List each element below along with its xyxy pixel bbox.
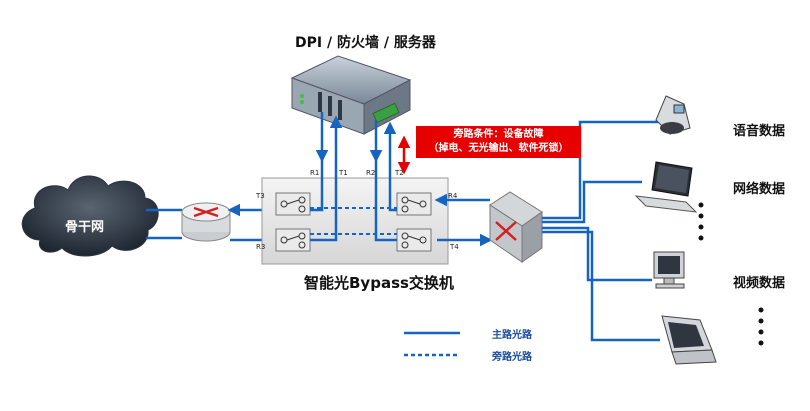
box-switch-links [434,193,493,247]
port-r2: R2 [366,169,376,177]
monitor-icon [653,251,685,289]
module-left-top [275,192,311,216]
main-path-internal [310,160,397,242]
port-r1: R1 [310,169,320,177]
network-data-label: 网络数据 [733,182,786,197]
legend-bypass-label: 旁路光路 [492,352,532,363]
cloud-router-links [146,208,182,240]
bypass-switch-title: 智能光Bypass交换机 [304,274,454,292]
server-box-links [315,112,397,163]
module-right-top [396,192,432,216]
port-t2: T2 [395,169,404,177]
port-r3: R3 [256,243,266,251]
legend-main-label: 主路光路 [492,330,532,341]
backbone-cloud-icon [21,175,159,257]
video-data-label: 视频数据 [733,276,786,291]
bypass-switch-box [261,177,449,265]
server-group-title: DPI / 防火墙 / 服务器 [295,35,436,51]
router-icon [181,202,231,242]
bypass-condition-alert: 旁路条件：设备故障 （掉电、无光输出、软件死锁） [416,126,581,158]
ellipsis-dots-top [698,202,704,241]
port-r4: R4 [448,192,458,200]
switch-device-links [542,120,660,342]
crt-monitor-icon [661,315,717,365]
ellipsis-dots-bottom [758,307,764,346]
port-t1: T1 [339,169,348,177]
laptop-icon [634,161,698,213]
alert-line-1: 旁路条件：设备故障 [453,129,544,140]
phone-icon [655,95,691,135]
port-t4: T4 [450,243,459,251]
module-right-bottom [396,228,432,252]
alert-line-2: （掉电、无光输出、软件死锁） [428,143,569,154]
voice-data-label: 语音数据 [733,124,786,139]
server-icon [290,55,412,135]
cloud-label: 骨干网 [65,220,105,235]
module-left-bottom [275,228,311,252]
switch-icon [489,191,543,263]
port-t3: T3 [256,192,265,200]
